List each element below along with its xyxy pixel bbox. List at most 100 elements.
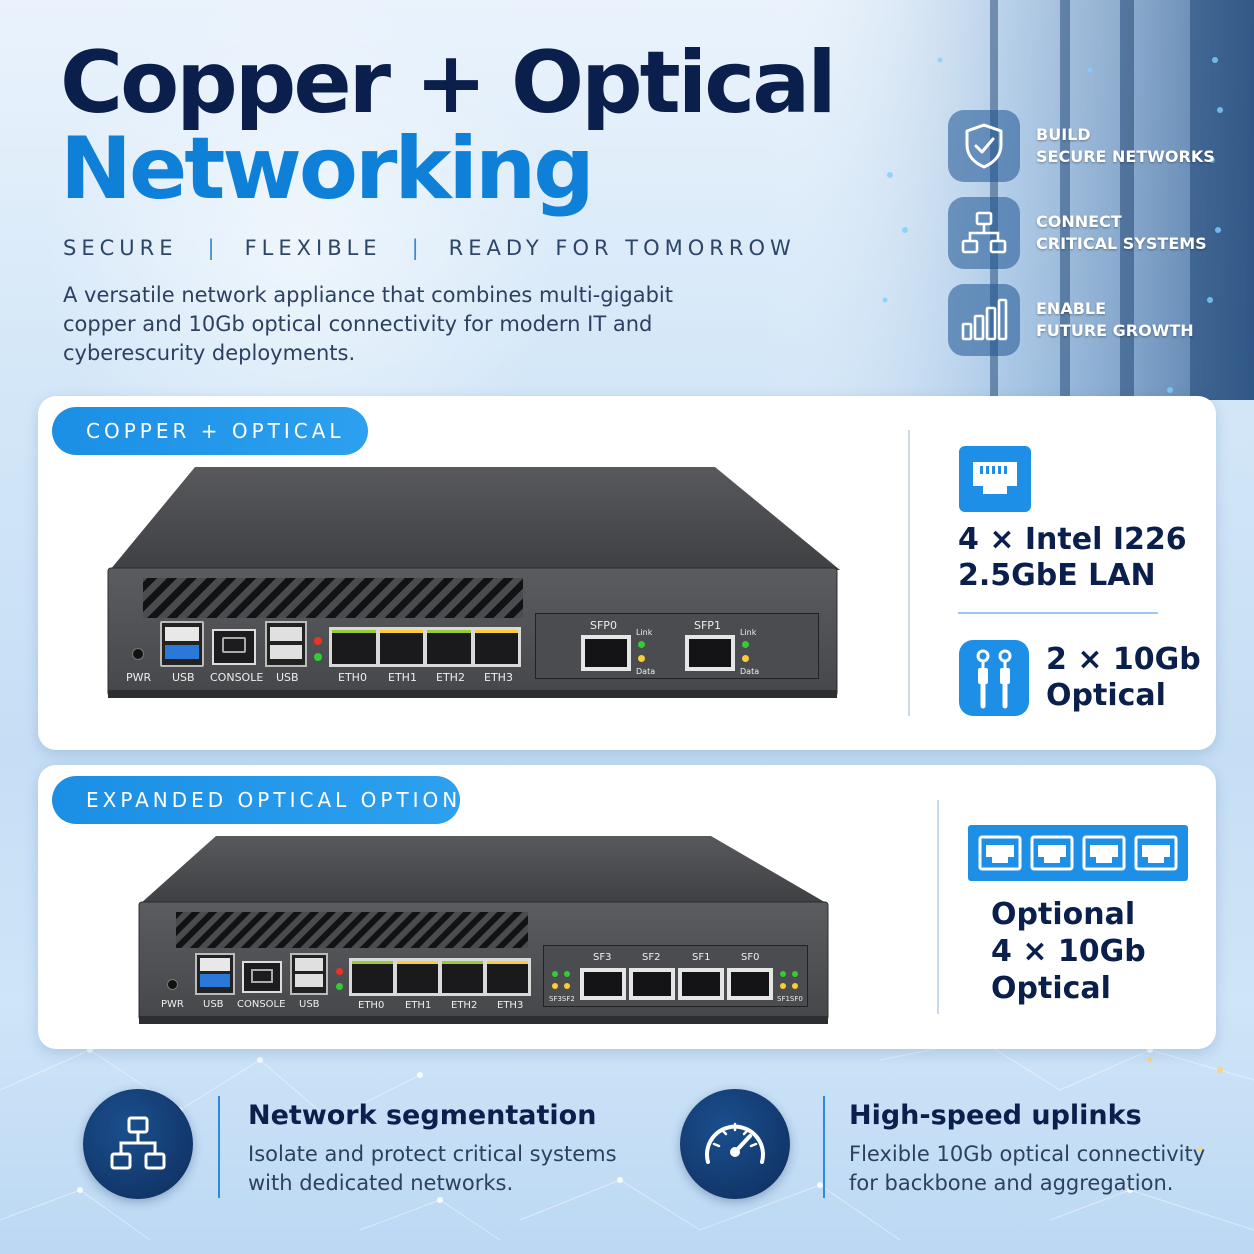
benefit-desc-line-2: with dedicated networks. — [248, 1171, 514, 1195]
feature-icon-box — [948, 284, 1020, 356]
network-hierarchy-icon — [110, 1116, 166, 1170]
sfp-slot — [585, 639, 627, 667]
led-data — [564, 983, 570, 989]
rj45-icon — [973, 462, 1017, 494]
led-label: SF1SF0 — [777, 995, 803, 1003]
feature-line-2: FUTURE GROWTH — [1036, 321, 1194, 340]
led-label: SF3SF2 — [549, 995, 575, 1003]
tagline-item: SECURE — [63, 236, 178, 260]
divider — [937, 800, 939, 1014]
console-label: CONSOLE — [210, 671, 264, 684]
usb-ports[interactable] — [195, 953, 235, 995]
ethernet-port[interactable] — [332, 630, 376, 664]
usb-ports-2[interactable] — [290, 953, 328, 995]
console-port[interactable] — [212, 629, 256, 665]
port-icon — [978, 835, 1022, 871]
usb-port — [165, 645, 199, 659]
console-label: CONSOLE — [237, 999, 286, 1010]
feature-secure-networks: BUILD SECURE NETWORKS — [948, 110, 1215, 182]
sfp-module-bay — [535, 613, 819, 679]
feature-line-2: SECURE NETWORKS — [1036, 147, 1215, 166]
sfp-slot — [731, 972, 769, 996]
usb-port — [270, 645, 302, 659]
status-led-green — [314, 653, 322, 661]
ethernet-port[interactable] — [427, 630, 471, 664]
title-line-1: Copper + Optical — [60, 33, 837, 133]
ethernet-port-group — [329, 627, 521, 667]
description: A versatile network appliance that combi… — [63, 283, 673, 365]
ethernet-port[interactable] — [379, 630, 423, 664]
led-data — [742, 655, 749, 662]
led-link — [780, 971, 786, 977]
led-link — [564, 971, 570, 977]
led-link — [742, 641, 749, 648]
sfp-label: SF0 — [741, 952, 760, 963]
ethernet-port[interactable] — [474, 630, 518, 664]
usb-label-2: USB — [299, 999, 320, 1010]
tagline-separator: | — [207, 236, 215, 260]
usb-ports-2[interactable] — [265, 621, 307, 667]
bar-chart-icon — [961, 298, 1008, 341]
fiber-optic-icon — [976, 649, 1012, 709]
sfp-label: SF2 — [642, 952, 661, 963]
sfp-port[interactable] — [581, 635, 631, 671]
network-topology-icon — [961, 211, 1007, 254]
sfp-port[interactable] — [727, 968, 773, 1000]
feature-line-1: BUILD — [1036, 125, 1091, 144]
tagline-separator: | — [411, 236, 419, 260]
benefit-title: High-speed uplinks — [849, 1100, 1142, 1131]
spec-expanded-line-2: 4 × 10Gb — [991, 934, 1146, 969]
benefit-title: Network segmentation — [248, 1100, 597, 1131]
sfp-slot — [682, 972, 720, 996]
spec-expanded-line-1: Optional — [991, 897, 1136, 932]
usb-port — [200, 974, 230, 987]
console-port[interactable] — [242, 961, 282, 993]
ethernet-port[interactable] — [397, 961, 438, 993]
pwr-label: PWR — [126, 671, 152, 684]
usb-port — [295, 958, 323, 971]
console-socket — [251, 969, 273, 983]
shield-check-icon — [965, 123, 1003, 169]
sfp-port[interactable] — [685, 635, 735, 671]
speedometer-icon — [705, 1122, 765, 1164]
benefit-divider — [823, 1096, 825, 1198]
pwr-label: PWR — [161, 999, 184, 1010]
usb-ports[interactable] — [160, 621, 204, 667]
ethernet-port-icon — [959, 446, 1031, 512]
usb-label-2: USB — [276, 671, 299, 684]
sfp-label: SF1 — [692, 952, 711, 963]
port-icon — [1134, 835, 1178, 871]
power-button[interactable] — [132, 648, 144, 660]
led-data — [638, 655, 645, 662]
ethernet-port[interactable] — [442, 961, 483, 993]
spec-lan-line-2: 2.5GbE LAN — [958, 558, 1156, 593]
panel-label: COPPER + OPTICAL — [52, 407, 368, 455]
tagline: SECURE | FLEXIBLE | READY FOR TOMORROW — [63, 236, 796, 260]
led-link — [638, 641, 645, 648]
benefit-desc-line-2: for backbone and aggregation. — [849, 1171, 1174, 1195]
eth-label: ETH0 — [338, 671, 367, 684]
ethernet-port[interactable] — [352, 961, 393, 993]
usb-port — [165, 627, 199, 641]
sfp-port[interactable] — [629, 968, 675, 1000]
data-label: Data — [740, 667, 760, 676]
sfp-slot — [689, 639, 731, 667]
data-label: Data — [636, 667, 656, 676]
ethernet-port[interactable] — [487, 961, 528, 993]
status-led-green — [336, 983, 343, 990]
eth-label: ETH1 — [405, 1000, 432, 1011]
eth-label: ETH2 — [436, 671, 465, 684]
sfp-slot — [633, 972, 671, 996]
feature-line-1: CONNECT — [1036, 212, 1122, 231]
feature-icon-box — [948, 110, 1020, 182]
divider — [908, 430, 910, 716]
led-link — [792, 971, 798, 977]
link-label: Link — [636, 628, 653, 637]
power-button[interactable] — [167, 979, 178, 990]
link-label: Link — [740, 628, 757, 637]
benefit-icon-circle — [83, 1089, 193, 1199]
eth-label: ETH1 — [388, 671, 417, 684]
sfp-port[interactable] — [678, 968, 724, 1000]
sfp-port[interactable] — [580, 968, 626, 1000]
